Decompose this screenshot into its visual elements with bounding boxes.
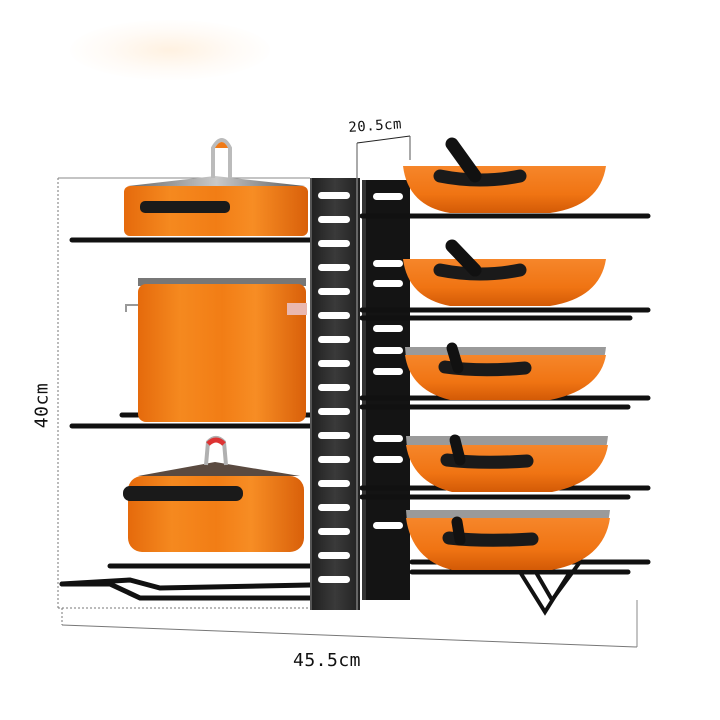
panel-slots [318,192,350,583]
rear-panel [362,180,410,600]
center-divider-panel [310,178,360,610]
width-dimension-label: 45.5cm [293,650,362,671]
frying-pan-3 [405,342,606,400]
frying-pan-5 [406,510,610,570]
background-glow [70,20,270,80]
casserole-pot [123,436,304,552]
depth-dimension-line [356,135,411,144]
stock-pot [125,278,307,422]
saute-pan-with-lid [124,138,308,236]
height-dimension-label: 40cm [31,382,53,429]
frying-pan-1 [403,137,606,213]
frying-pan-4 [406,434,608,492]
dimension-lines [57,135,638,648]
frying-pan-2 [403,239,606,306]
